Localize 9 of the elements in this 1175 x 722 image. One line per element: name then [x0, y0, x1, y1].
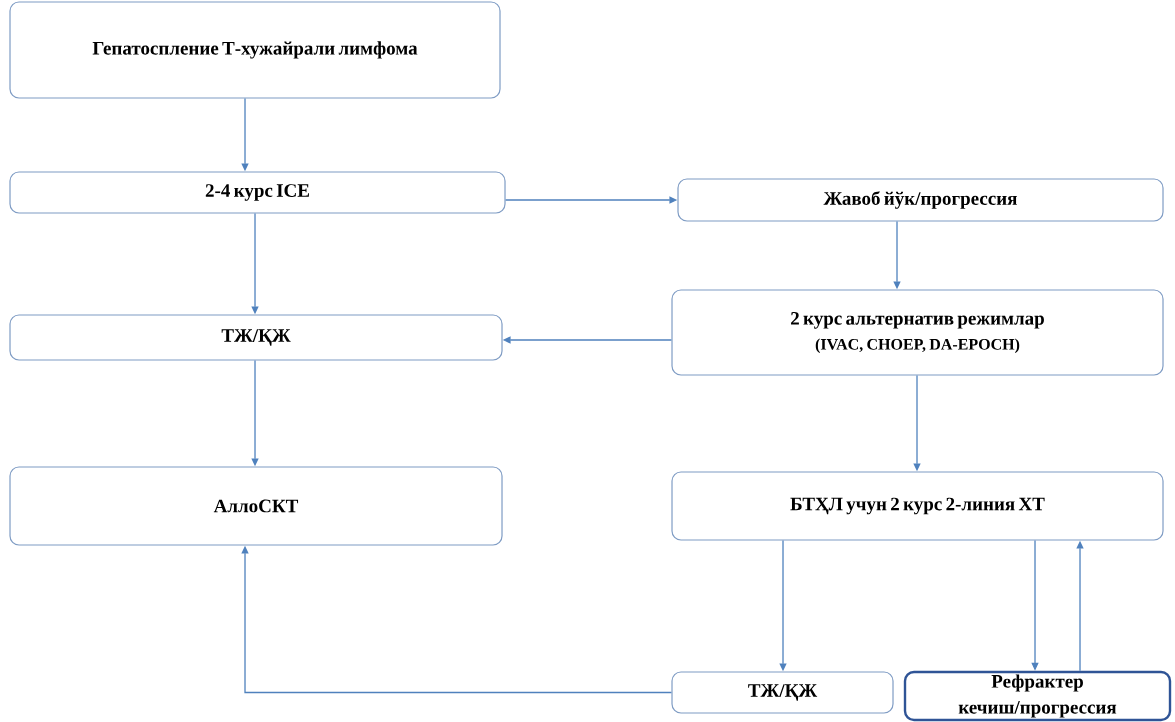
process-box: 2 курс альтернатив режимлар (IVAC, CHOEP, DA-EPOCH) [671, 289, 1164, 376]
process-box: 2-4 курс ICE [9, 171, 506, 214]
process-box: БТҲЛ учун 2 курс 2-линия ХТ [671, 471, 1164, 541]
process-box: Рефрактер кечиш/прогрессия [903, 670, 1172, 722]
process-box: ТЖ/ҚЖ [9, 314, 503, 361]
process-box: АллоСКТ [9, 466, 503, 546]
process-box: Гепатоспление Т-хужайрали лимфома [9, 1, 501, 99]
process-box: ТЖ/ҚЖ [671, 671, 894, 714]
process-box: Жавоб йўк/прогрессия [677, 178, 1164, 222]
